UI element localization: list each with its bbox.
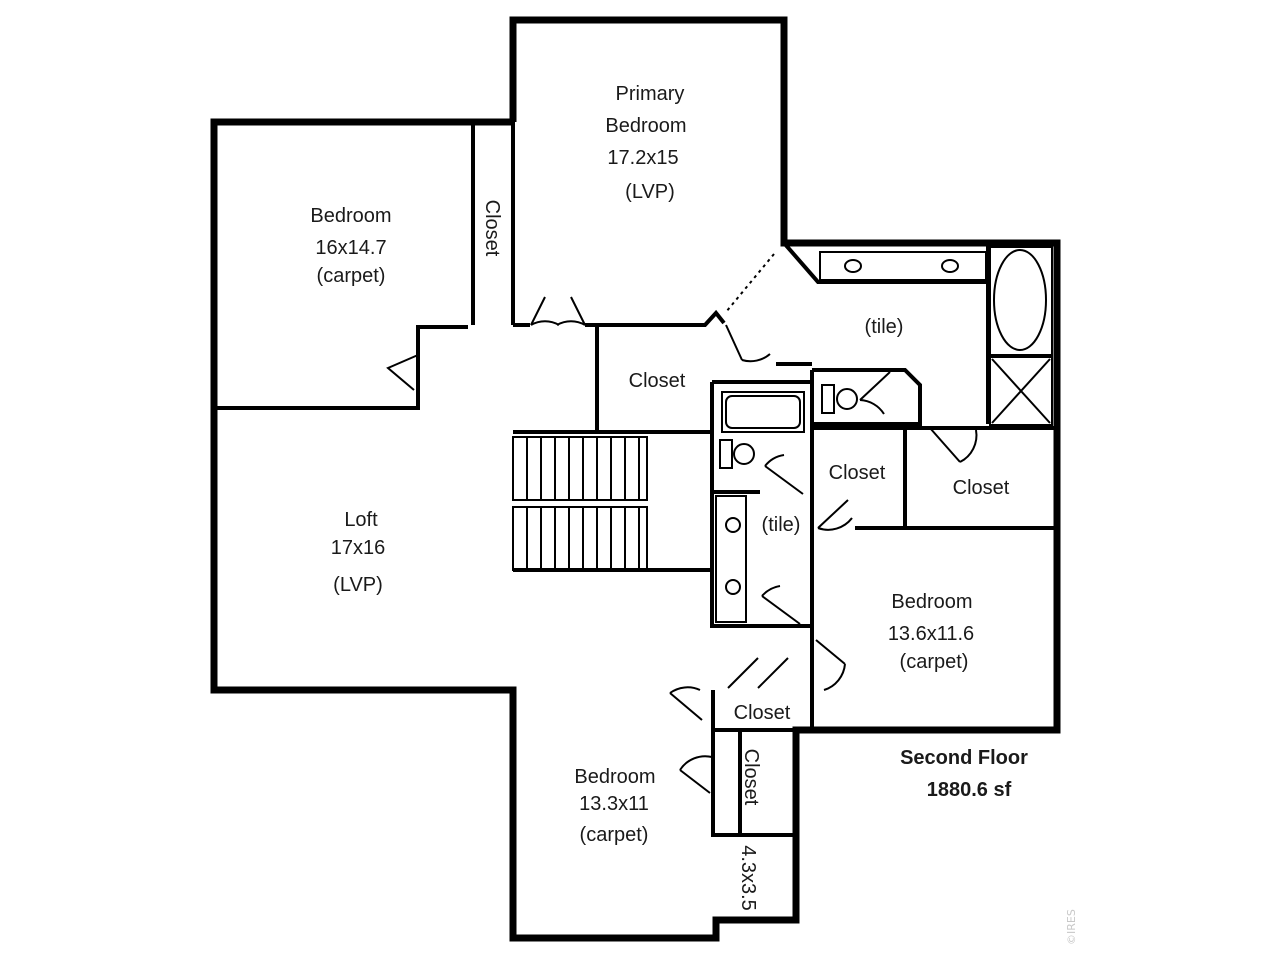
room-size: 17x16 (331, 537, 386, 559)
sink-icon (844, 259, 862, 273)
plan-caption: Second Floor 1880.6 sf (900, 747, 1028, 801)
room-name: Loft (344, 509, 378, 531)
room-name: Bedroom (574, 766, 655, 788)
closet-sv-label: Closet (740, 749, 762, 806)
room-size: 13.6x11.6 (888, 623, 974, 645)
closet-mid-label: Closet (629, 370, 686, 392)
room-name: Bedroom (891, 591, 972, 613)
floor-area: 1880.6 sf (927, 779, 1012, 801)
fixtures (715, 246, 1053, 623)
room-size: 13.3x11 (579, 793, 649, 815)
floor-title: Second Floor (900, 747, 1028, 769)
main-bath-floor-label: (tile) (865, 316, 904, 338)
doors (386, 296, 978, 794)
oval-tub-icon (993, 249, 1047, 351)
room-floor: (carpet) (900, 651, 969, 673)
room-bedroom-nw: Bedroom 16x14.7 (carpet) (310, 205, 391, 287)
sink-icon (941, 259, 959, 273)
room-primary-bedroom: Primary Bedroom 17.2x15 (LVP) (605, 83, 686, 203)
room-bedroom-east: Bedroom 13.6x11.6 (carpet) (888, 591, 974, 673)
room-floor: (LVP) (333, 574, 383, 596)
room-floor: (carpet) (317, 265, 386, 287)
room-floor: (LVP) (625, 181, 675, 203)
closet-e1-label: Closet (829, 462, 886, 484)
sink-icon (725, 579, 741, 595)
room-floor: (carpet) (580, 824, 649, 846)
room-name: Primary (616, 83, 685, 105)
room-name: Bedroom (310, 205, 391, 227)
room-size: 16x14.7 (315, 237, 386, 259)
closet-s-label: Closet (734, 702, 791, 724)
closet-e2-label: Closet (953, 477, 1010, 499)
hall-bath-floor-label: (tile) (762, 514, 801, 536)
room-bedroom-south: Bedroom 13.3x11 (carpet) (574, 766, 655, 846)
sink-icon (725, 517, 741, 533)
toilet-tank-icon (719, 439, 733, 469)
watermark: ©IRES (1065, 909, 1078, 945)
exterior-walls (210, 16, 1061, 942)
toilet-icon (733, 443, 755, 465)
room-loft: Loft 17x16 (LVP) (331, 509, 386, 596)
staircase (512, 436, 648, 571)
room-size: 17.2x15 (607, 147, 678, 169)
closet-nw-label: Closet (481, 200, 503, 257)
closet-sv-size: 4.3x3.5 (737, 845, 759, 911)
toilet-tank-icon (821, 384, 835, 414)
vanity-counter (715, 495, 747, 623)
toilet-icon (836, 388, 858, 410)
room-name: Bedroom (605, 115, 686, 137)
